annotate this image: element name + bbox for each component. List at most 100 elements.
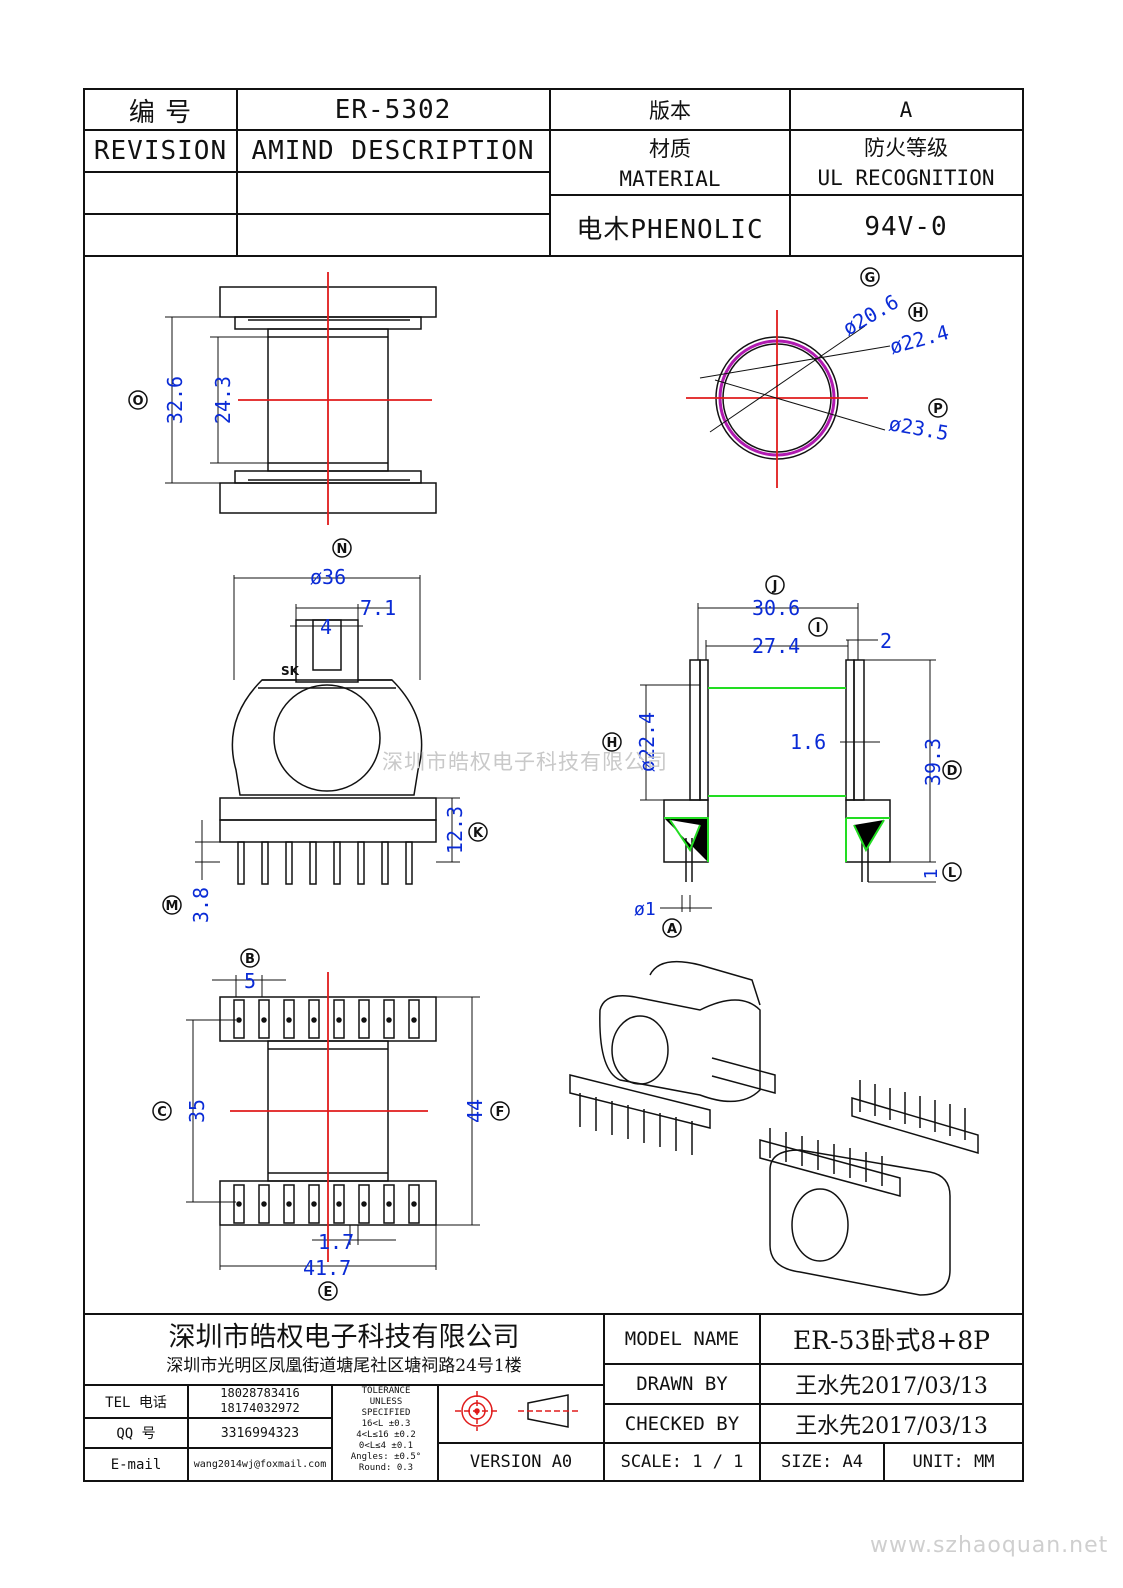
dim-side-o1: ø1 — [634, 899, 656, 920]
frame — [83, 88, 1024, 1482]
iso-view-1 — [569, 960, 776, 1155]
bottom-slot — [233, 1184, 245, 1224]
checked-label: CHECKED BY — [624, 1412, 740, 1435]
model-value: ER-53卧式8+8P — [793, 1326, 990, 1355]
bottom-slot — [333, 1184, 345, 1224]
circle-letter: A — [667, 922, 677, 937]
circle-letter: H — [913, 306, 924, 321]
top-slot — [358, 999, 370, 1039]
top-slot — [333, 999, 345, 1039]
drawn-value: 王水先2017/03/13 — [795, 1374, 988, 1399]
bottom-view — [186, 975, 480, 1270]
circle-letter: F — [496, 1105, 505, 1120]
dim-side-30-6: 30.6 — [752, 596, 800, 620]
circle-label-side-view-3: D — [942, 760, 962, 780]
unit-label: UNIT: MM — [912, 1452, 995, 1472]
dim-side-27-4: 27.4 — [752, 634, 800, 658]
top-hole — [236, 1017, 242, 1023]
tel-label: TEL 电话 — [105, 1395, 167, 1411]
dim-front-3-8: 3.8 — [189, 887, 213, 923]
tolerance-line: SPECIFIED — [361, 1408, 411, 1418]
circle-label-ring-view-2: P — [928, 398, 948, 418]
circle-label-side-view-4: L — [942, 862, 962, 882]
bottom-slot — [258, 1184, 270, 1224]
top-slot — [408, 999, 420, 1039]
part-no-label: 编 号 — [128, 97, 193, 128]
top-slot — [283, 999, 295, 1039]
version-value: A — [899, 98, 913, 122]
model-label: MODEL NAME — [624, 1328, 740, 1350]
circle-letter: B — [245, 952, 255, 967]
circle-letter: G — [865, 271, 876, 286]
circle-letter: L — [948, 866, 956, 881]
circle-label-top-view-0: O — [128, 390, 148, 410]
dim-ring-22-4: ø22.4 — [887, 320, 951, 359]
drawn-label: DRAWN BY — [636, 1373, 728, 1395]
dim-bottom-1-7: 1.7 — [318, 1230, 354, 1254]
qq-label: QQ 号 — [116, 1426, 156, 1442]
circle-label-side-view-2: H — [602, 732, 622, 752]
top-hole — [286, 1017, 292, 1023]
circle-letter: M — [166, 899, 179, 914]
circle-label-ring-view-1: H — [908, 302, 928, 322]
circle-label-front-view-2: M — [162, 895, 182, 915]
front-pin — [285, 841, 293, 885]
dim-side-1-6: 1.6 — [790, 730, 826, 754]
bottom-hole — [411, 1201, 417, 1207]
iso-view-2 — [759, 1080, 979, 1296]
fire-value: 94V-0 — [864, 212, 948, 242]
bottom-slot — [408, 1184, 420, 1224]
front-pin — [333, 841, 341, 885]
part-no-value: ER-5302 — [334, 95, 452, 125]
company-name: 深圳市皓权电子科技有限公司 — [168, 1321, 520, 1353]
tel-2: 18174032972 — [220, 1401, 300, 1415]
sk-mark: SK — [281, 664, 300, 678]
dim-front-7-1: 7.1 — [360, 596, 396, 620]
front-pin — [309, 841, 317, 885]
version-label: 版本 — [649, 99, 691, 123]
dim-front-36: ø36 — [310, 565, 346, 589]
revision-label: REVISION — [93, 136, 228, 166]
top-slot — [233, 999, 245, 1039]
side-view — [640, 603, 936, 912]
side-view-green — [664, 687, 890, 862]
tel-1: 18028783416 — [220, 1386, 300, 1400]
fire-label-en: UL RECOGNITION — [817, 166, 995, 190]
dim-ring-20-6: ø20.6 — [839, 289, 903, 340]
dim-side-39-3: 39.3 — [921, 738, 945, 786]
amind-label: AMIND DESCRIPTION — [251, 136, 535, 166]
front-pin — [405, 841, 413, 885]
circle-label-side-view-1: I — [808, 617, 828, 637]
email-value[interactable]: wang2014wj@foxmail.com — [193, 1459, 327, 1470]
bottom-view-centerlines — [230, 972, 428, 1262]
bottom-hole — [286, 1201, 292, 1207]
circle-label-front-view-1: K — [468, 822, 488, 842]
tolerance-line: TOLERANCE — [361, 1386, 411, 1396]
circle-label-bottom-view-2: F — [490, 1101, 510, 1121]
bottom-hole — [336, 1201, 342, 1207]
tolerance-line: 4<L≤16 ±0.2 — [356, 1430, 416, 1440]
size-label: SIZE: A4 — [781, 1452, 863, 1472]
front-pin — [357, 841, 365, 885]
top-slot — [308, 999, 320, 1039]
tolerance-line: 0<L≤4 ±0.1 — [358, 1441, 414, 1451]
top-hole — [361, 1017, 367, 1023]
circle-label-bottom-view-0: B — [240, 948, 260, 968]
dim-bottom-44: 44 — [463, 1099, 487, 1123]
version-a0: VERSION A0 — [469, 1452, 573, 1472]
circle-letter: E — [324, 1285, 333, 1300]
circle-label-bottom-view-1: C — [152, 1101, 172, 1121]
material-label-en: MATERIAL — [619, 167, 721, 191]
site-url[interactable]: www.szhaoquan.net — [870, 1533, 1109, 1558]
circle-letter: P — [933, 402, 943, 417]
dim-side-1: 1 — [921, 869, 942, 880]
bottom-slot — [358, 1184, 370, 1224]
circle-letter: J — [772, 579, 778, 594]
top-hole — [411, 1017, 417, 1023]
bottom-hole — [311, 1201, 317, 1207]
material-label-cn: 材质 — [649, 137, 691, 161]
circle-label-ring-view-0: G — [860, 267, 880, 287]
